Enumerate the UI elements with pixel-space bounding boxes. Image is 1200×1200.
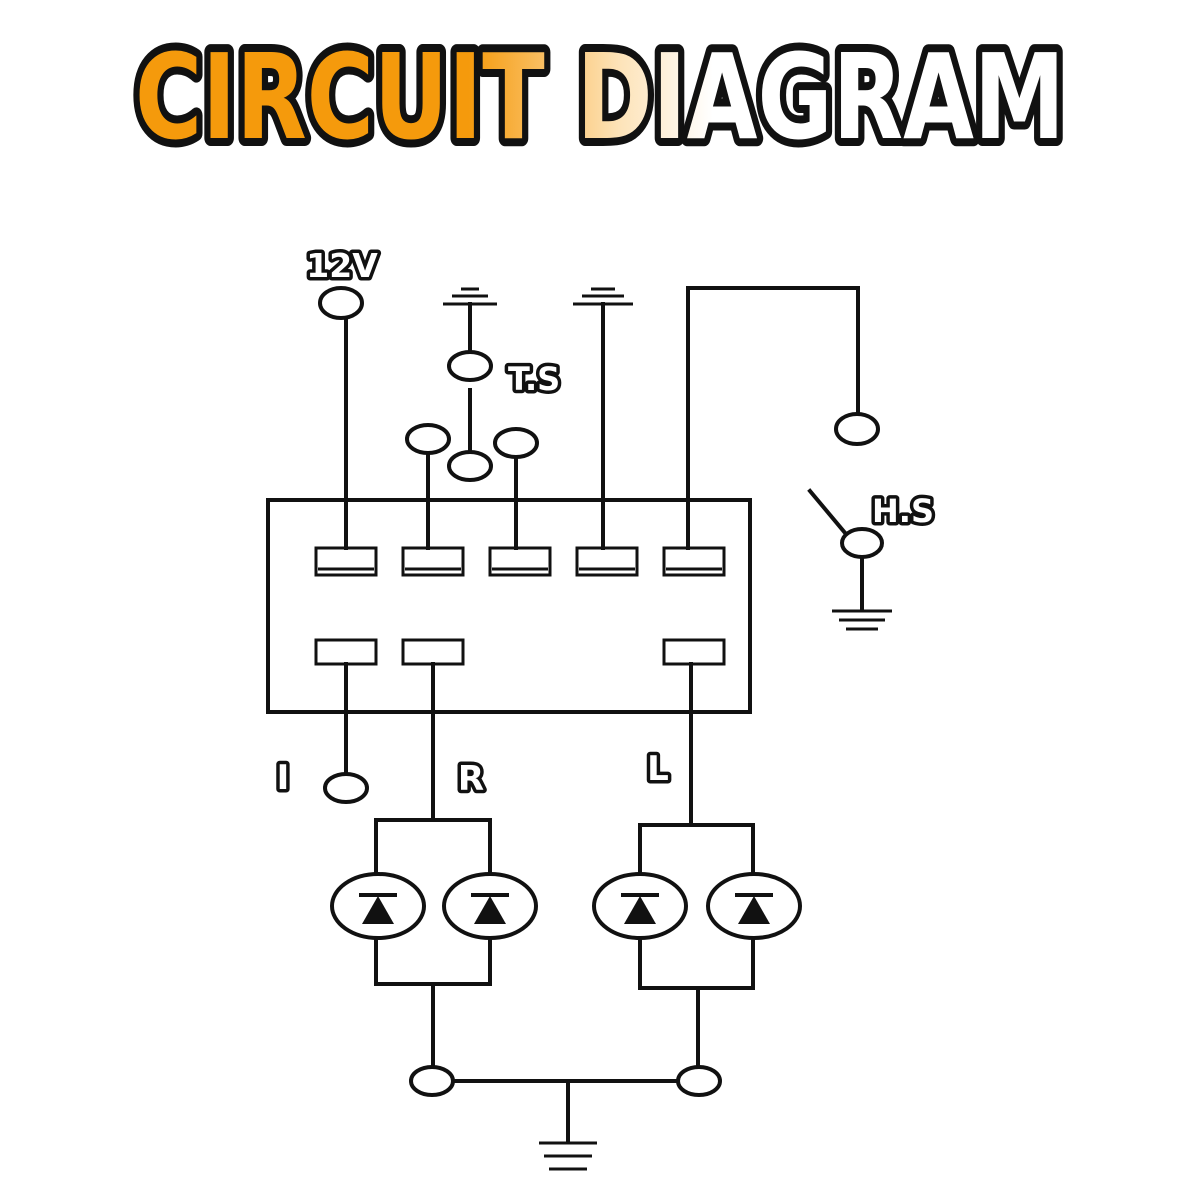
terminal-12v	[318, 286, 364, 320]
relay-pin-4	[575, 546, 639, 577]
terminal-right-return	[409, 1065, 455, 1097]
ground-icon-common	[539, 1141, 597, 1171]
label-right: R	[458, 759, 484, 799]
ground-icon-ts	[443, 287, 497, 306]
switch-icon-hs	[807, 488, 854, 543]
ground-icon-pin4	[573, 287, 633, 306]
terminal-hazard-pivot	[840, 527, 884, 559]
relay-pin-7	[401, 638, 465, 666]
lamp-icon-r2	[442, 872, 538, 940]
terminal-ts-lower	[447, 450, 493, 482]
terminal-indicator	[323, 772, 369, 804]
label-ts: T.S	[508, 360, 560, 398]
terminal-left-return	[676, 1065, 722, 1097]
relay-pin-8	[662, 638, 726, 666]
terminal-hazard-top	[834, 412, 880, 446]
relay-box	[266, 498, 752, 714]
label-hs: H.S	[872, 492, 934, 530]
terminal-pin3	[493, 427, 539, 459]
terminal-ts-upper	[447, 350, 493, 382]
label-indicator: I	[277, 758, 290, 798]
page-title: CIRCUIT DIAGRAM	[135, 28, 1065, 166]
relay-pin-1	[314, 546, 378, 577]
terminal-pin2	[405, 423, 451, 455]
lamp-icon-r1	[330, 872, 426, 940]
wire-pin5-hazard	[686, 286, 860, 550]
ground-icon-hs	[832, 609, 892, 631]
label-left: L	[647, 749, 669, 789]
lamp-icon-l2	[706, 872, 802, 940]
relay-pin-3	[488, 546, 552, 577]
relay-pin-2	[401, 546, 465, 577]
relay-pin-6	[314, 638, 378, 666]
label-12v: 12V	[306, 246, 378, 285]
relay-pin-5	[662, 546, 726, 577]
lamp-icon-l1	[592, 872, 688, 940]
